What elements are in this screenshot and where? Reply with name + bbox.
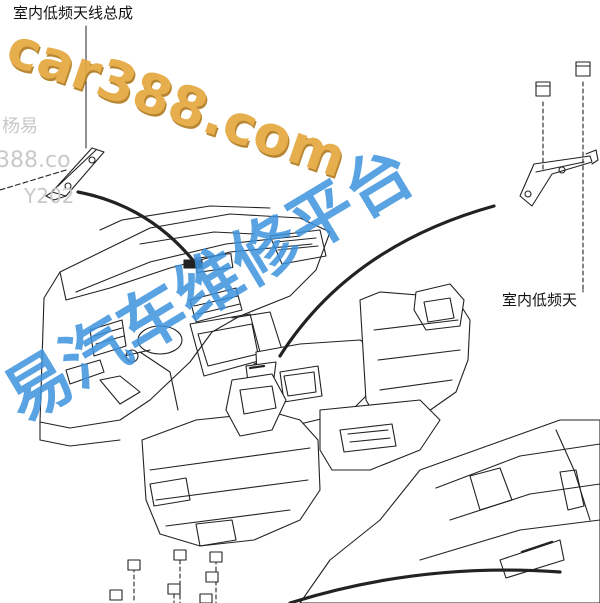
ground-strap-left xyxy=(0,169,67,191)
leader-arcs xyxy=(76,190,562,603)
antenna-bracket-top-left xyxy=(45,147,105,201)
bolts-bottom-left xyxy=(109,549,223,603)
label-interior-lf-antenna-assembly: 室内低频天线总成 xyxy=(13,4,134,22)
antenna-bracket-right xyxy=(519,61,599,291)
rear-seat xyxy=(299,419,600,603)
label-interior-lf-antenna-right: 室内低频天 xyxy=(502,291,578,309)
front-seats-and-console xyxy=(141,283,471,547)
